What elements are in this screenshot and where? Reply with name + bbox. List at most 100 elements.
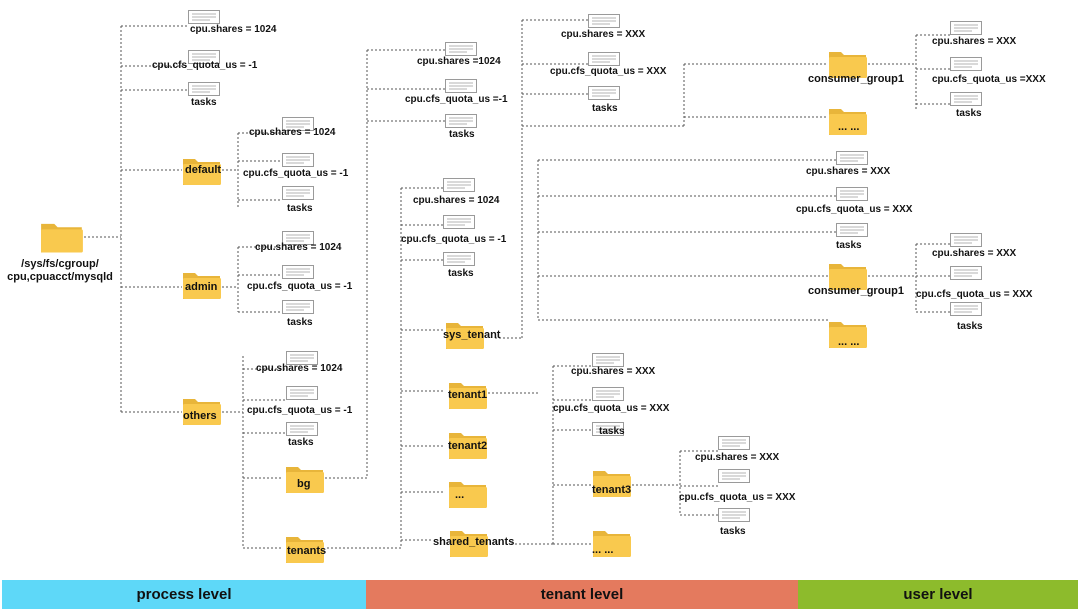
cgroup-file-label: cpu.shares = 1024 — [413, 195, 500, 206]
cgroup-file-label: cpu.shares = XXX — [932, 248, 1017, 259]
cgroup-file-label: tasks — [836, 240, 862, 251]
file-icon — [188, 50, 220, 64]
folder-icon — [182, 268, 222, 300]
folder-label-tenant2: tenant2 — [448, 440, 488, 452]
cgroup-file-label: cpu.cfs_quota_us = XXX — [553, 403, 670, 414]
folder-label-admin: admin — [185, 281, 218, 293]
file-icon — [950, 21, 982, 35]
cgroup-file-label: tasks — [720, 526, 746, 537]
cgroup-file-label: cpu.cfs_quota_us = -1 — [152, 60, 258, 71]
cgroup-file-label: tasks — [449, 129, 475, 140]
folder-label-sys-tenant: sys_tenant — [443, 329, 501, 341]
cgroup-file-label: cpu.cfs_quota_us = XXX — [916, 289, 1033, 300]
file-icon — [588, 14, 620, 28]
file-icon — [282, 231, 314, 245]
file-icon — [718, 469, 750, 483]
file-icon — [443, 215, 475, 229]
folder-label-ellipsis: ... ... — [592, 544, 614, 556]
file-icon — [188, 10, 220, 24]
file-icon — [836, 151, 868, 165]
cgroup-file-label: cpu.shares = 1024 — [249, 127, 336, 138]
cgroup-file-label: cpu.cfs_quota_us =-1 — [405, 94, 508, 105]
file-icon — [588, 86, 620, 100]
folder-label-ellipsis: ... ... — [838, 336, 860, 348]
folder-icon — [448, 477, 488, 509]
folder-label-bg: bg — [297, 478, 311, 490]
cgroup-file-label: tasks — [956, 108, 982, 119]
file-icon — [592, 353, 624, 367]
cgroup-file-label: cpu.shares = XXX — [695, 452, 780, 463]
folder-label-tenants: tenants — [287, 545, 327, 557]
file-icon — [718, 508, 750, 522]
folder-icon — [448, 378, 488, 410]
cgroup-file-label: cpu.cfs_quota_us =XXX — [932, 74, 1046, 85]
folder-label-others: others — [183, 410, 217, 422]
cgroup-file-label: cpu.shares = 1024 — [190, 24, 277, 35]
root-folder-label: /sys/fs/cgroup/ cpu,cpuacct/mysqld — [7, 258, 113, 283]
folder-icon — [182, 394, 222, 426]
cgroup-file-label: cpu.shares = XXX — [932, 36, 1017, 47]
file-icon — [950, 92, 982, 106]
cgroup-file-label: cpu.shares =1024 — [417, 56, 501, 67]
file-icon — [282, 153, 314, 167]
cgroup-file-label: cpu.cfs_quota_us = XXX — [679, 492, 796, 503]
folder-icon — [828, 317, 868, 349]
folder-icon — [449, 526, 489, 558]
folder-label-shared-tenants: shared_tenants — [433, 536, 515, 548]
cgroup-file-label: cpu.shares = XXX — [806, 166, 891, 177]
cgroup-file-label: tasks — [287, 317, 313, 328]
file-icon — [282, 265, 314, 279]
file-icon — [950, 233, 982, 247]
file-icon — [950, 266, 982, 280]
cgroup-file-label: tasks — [191, 97, 217, 108]
file-icon — [188, 82, 220, 96]
cgroup-file-label: cpu.shares = XXX — [571, 366, 656, 377]
cgroup-file-label: cpu.shares = XXX — [561, 29, 646, 40]
file-icon — [445, 42, 477, 56]
folder-label-tenant3: tenant3 — [592, 484, 632, 496]
folder-label-ellipsis: ... — [455, 489, 465, 501]
file-icon — [443, 178, 475, 192]
folder-icon — [285, 532, 325, 564]
folder-label-consumer-group1: consumer_group1 — [808, 285, 904, 297]
file-icon — [588, 52, 620, 66]
file-icon — [592, 422, 624, 436]
folder-icon — [828, 47, 868, 79]
file-icon — [592, 387, 624, 401]
file-icon — [718, 436, 750, 450]
folder-icon — [285, 462, 325, 494]
file-icon — [282, 117, 314, 131]
process-level-bar: process level — [2, 580, 366, 609]
file-icon — [836, 223, 868, 237]
file-icon — [282, 186, 314, 200]
file-icon — [445, 114, 477, 128]
file-icon — [443, 252, 475, 266]
cgroup-file-label: cpu.shares = 1024 — [256, 363, 343, 374]
folder-icon — [448, 428, 488, 460]
folder-label-tenant1: tenant1 — [448, 389, 488, 401]
folder-label-ellipsis: ... ... — [838, 121, 860, 133]
root-folder-icon — [40, 218, 84, 254]
folder-label-consumer-group1: consumer_group1 — [808, 73, 904, 85]
folder-icon — [445, 318, 485, 350]
file-icon — [836, 187, 868, 201]
cgroup-file-label: tasks — [287, 203, 313, 214]
cgroup-file-label: tasks — [592, 103, 618, 114]
cgroup-file-label: tasks — [448, 268, 474, 279]
cgroup-file-label: cpu.cfs_quota_us = -1 — [247, 405, 353, 416]
user-level-bar: user level — [798, 580, 1078, 609]
cgroup-file-label: cpu.cfs_quota_us = -1 — [247, 281, 353, 292]
cgroup-file-label: cpu.shares = 1024 — [255, 242, 342, 253]
file-icon — [950, 302, 982, 316]
cgroup-file-label: cpu.cfs_quota_us = XXX — [550, 66, 667, 77]
cgroup-file-label: tasks — [957, 321, 983, 332]
cgroup-file-label: cpu.cfs_quota_us = XXX — [796, 204, 913, 215]
folder-icon — [182, 154, 222, 186]
file-icon — [286, 386, 318, 400]
file-icon — [445, 79, 477, 93]
cgroup-file-label: cpu.cfs_quota_us = -1 — [243, 168, 349, 179]
file-icon — [286, 422, 318, 436]
cgroup-file-label: cpu.cfs_quota_us = -1 — [401, 234, 507, 245]
